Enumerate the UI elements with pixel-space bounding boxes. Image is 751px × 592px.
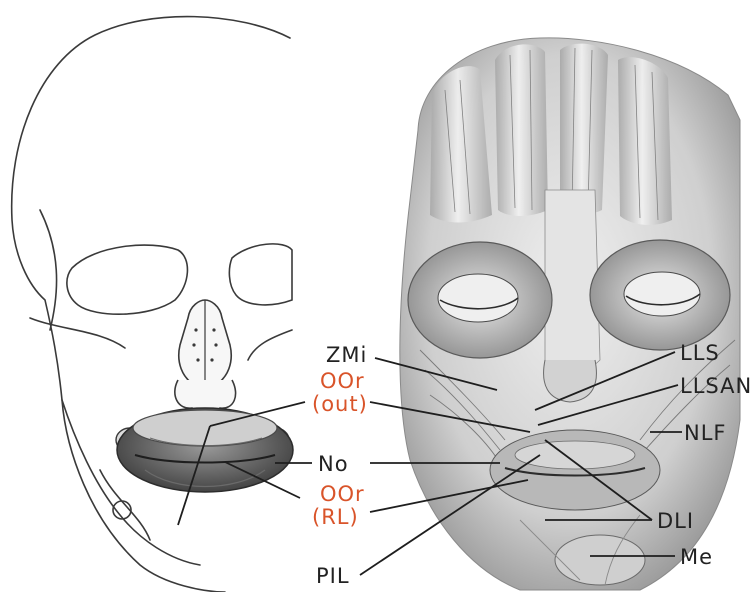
skull-orbicularis-oris	[117, 408, 293, 492]
label-llsan: LLSAN	[680, 374, 751, 398]
skull-zygomatic-arch	[30, 318, 125, 348]
label-oor-out-line1: OOr	[320, 369, 365, 393]
label-lls: LLS	[680, 341, 720, 365]
skull-left-orbit	[67, 245, 188, 314]
label-oor-rl-line2: (RL)	[312, 505, 359, 529]
skull-cranium-outline	[12, 17, 290, 592]
label-oor-out-line2: (out)	[312, 392, 368, 416]
label-oor-rl-line1: OOr	[320, 482, 365, 506]
skull-nasal-cavity	[175, 300, 236, 417]
label-no: No	[318, 452, 349, 476]
face-orbicularis-oris	[490, 430, 660, 510]
skull-drawing	[12, 17, 293, 592]
skull-right-orbit	[229, 244, 292, 305]
label-dli: DLI	[657, 509, 694, 533]
face-muscle-drawing	[400, 38, 740, 590]
label-me: Me	[680, 545, 713, 569]
label-pil: PIL	[316, 564, 350, 588]
label-nlf: NLF	[684, 421, 727, 445]
label-zmi: ZMi	[326, 343, 367, 367]
